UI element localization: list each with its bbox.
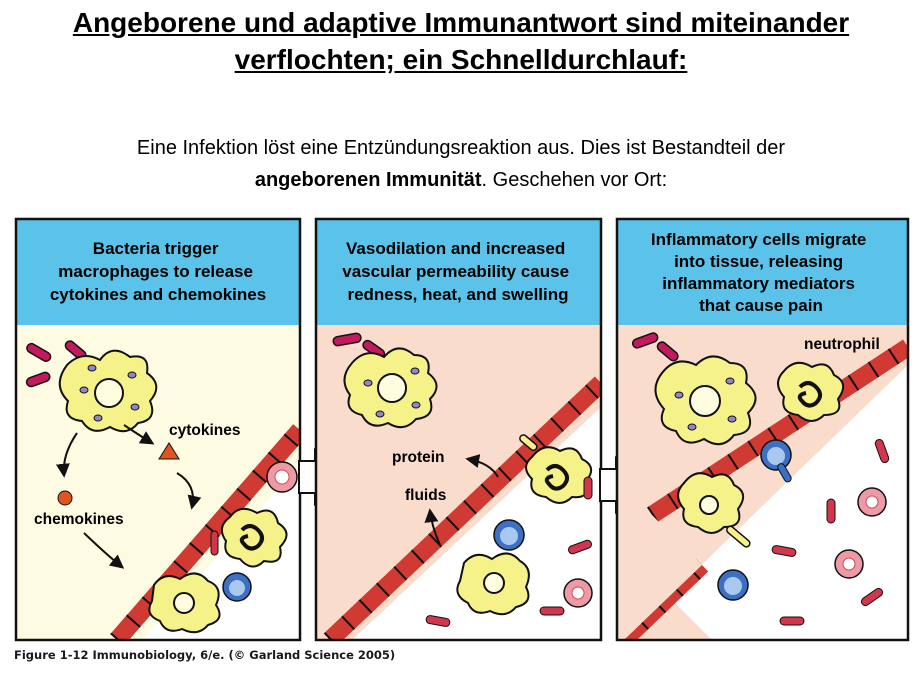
vessel-gap-tissue	[617, 515, 702, 640]
panel-3-header-text: Inflammatory cells migrate into tissue, …	[651, 230, 871, 315]
panel-1-header-line-3: cytokines and chemokines	[50, 285, 266, 304]
bacterium	[631, 332, 659, 349]
lymphocyte-tail	[777, 463, 792, 483]
granule	[130, 403, 140, 411]
red-blood-cell-side	[860, 587, 884, 607]
lymphocyte-center	[229, 580, 245, 596]
panel-1-border	[14, 217, 302, 642]
neutrophil-pseudopod	[726, 525, 751, 548]
neutrophil	[220, 507, 288, 568]
panel-2-header	[316, 219, 601, 325]
granule	[725, 377, 735, 385]
label-protein: protein	[392, 449, 445, 466]
panel-1: Bacteria trigger macrophages to release …	[14, 217, 302, 642]
granule	[93, 414, 103, 422]
panel-3-header-line-1: Inflammatory cells migrate	[651, 230, 866, 249]
label-fluids: fluids	[405, 487, 446, 504]
page-title: Angeborene und adaptive Immunantwort sin…	[0, 4, 922, 78]
figure-caption: Figure 1-12 Immunobiology, 6/e. (© Garla…	[14, 648, 396, 662]
granule	[727, 415, 737, 423]
lymphocyte-center	[767, 447, 785, 465]
lymphocyte-center	[724, 577, 742, 595]
intro-line-1: Eine Infektion löst eine Entzündungsreak…	[136, 137, 786, 159]
vessel-wall	[110, 424, 300, 640]
red-blood-cell-side	[425, 615, 451, 627]
red-blood-cell-center	[842, 557, 856, 571]
vessel-wall	[323, 376, 601, 640]
granule	[375, 410, 385, 418]
panel-1-header	[16, 219, 300, 325]
granule	[127, 371, 137, 379]
arrow-cytokines-to-vessel	[176, 472, 202, 510]
chemokine-symbol	[57, 490, 73, 506]
macrophage-nucleus	[94, 378, 124, 408]
panel-3-header-line-4: that cause pain	[699, 296, 823, 315]
bacterium	[25, 371, 51, 388]
neutrophil-in-tissue	[777, 361, 845, 422]
red-blood-cell-side	[210, 530, 219, 556]
granule	[411, 401, 421, 409]
neutrophil-nucleus-ring	[699, 495, 719, 515]
granule	[79, 386, 89, 394]
panel-2-header-line-2: vascular permeability cause	[342, 262, 569, 281]
intro-bold-term: angeborenen Immunität	[254, 169, 482, 191]
title-line-1: Angeborene und adaptive Immunantwort sin…	[72, 7, 850, 38]
panel-2-border	[314, 217, 603, 642]
neutrophil-nucleus	[239, 524, 264, 551]
red-blood-cell-center	[274, 469, 290, 485]
lymphocyte-center	[500, 527, 518, 545]
label-chemokines: chemokines	[34, 511, 124, 528]
red-blood-cell-side	[779, 616, 805, 626]
red-blood-cell-side	[567, 539, 593, 555]
panel-2-header-line-3: redness, heat, and swelling	[347, 285, 568, 304]
intro-line-2-rest: . Geschehen vor Ort:	[481, 169, 668, 191]
red-blood-cell-side	[539, 606, 565, 616]
bacterium	[656, 341, 679, 362]
bacterium	[332, 332, 362, 347]
red-blood-cell-center	[571, 586, 585, 600]
arrow-to-chemokines	[55, 432, 78, 478]
panel-3-header	[617, 219, 908, 325]
label-neutrophil: neutrophil	[804, 336, 880, 353]
title-line-2: verflochten; ein Schnelldurchlauf:	[234, 44, 688, 75]
red-blood-cell-side	[583, 476, 593, 500]
panel-1-header-line-1: Bacteria trigger	[93, 239, 219, 258]
panel-3: Inflammatory cells migrate into tissue, …	[615, 217, 910, 642]
neutrophil-nucleus	[797, 381, 822, 408]
granule	[363, 379, 373, 387]
label-cytokines: cytokines	[169, 422, 241, 439]
granule	[687, 423, 697, 431]
panel-3-header-line-2: into tissue, releasing	[674, 252, 843, 271]
granule	[674, 391, 684, 399]
macrophage-in-vessel-nucleus	[483, 572, 505, 594]
panel-1-header-text: Bacteria trigger macrophages to release …	[50, 239, 266, 304]
macrophage-in-vessel-nucleus	[173, 592, 195, 614]
panel-3-header-line-3: inflammatory mediators	[662, 274, 855, 293]
macrophage-nucleus	[377, 373, 407, 403]
arrow-protein	[465, 454, 499, 478]
macrophage-nucleus	[689, 385, 721, 417]
panel-3-border	[615, 217, 910, 642]
arrow-chemokines-to-vessel	[83, 532, 125, 569]
arrow-to-cytokines	[123, 424, 155, 445]
red-blood-cell-side	[874, 438, 890, 464]
arrow-fluids	[424, 508, 441, 546]
cytokine-symbol	[158, 442, 180, 460]
red-blood-cell-side	[771, 545, 797, 557]
neutrophil-migrating	[525, 446, 593, 504]
panel-2-header-text: Vasodilation and increased vascular perm…	[342, 239, 574, 304]
panel-2-header-line-1: Vasodilation and increased	[346, 239, 565, 258]
intro-text: Eine Infektion löst eine Entzündungsreak…	[0, 132, 922, 196]
inflammation-figure: Bacteria trigger macrophages to release …	[14, 217, 910, 642]
panel-2: Vasodilation and increased vascular perm…	[314, 217, 603, 642]
granule	[410, 367, 420, 375]
neutrophil-nucleus	[544, 464, 569, 491]
red-blood-cell-side	[826, 498, 836, 524]
bacterium	[26, 342, 52, 362]
neutrophil-pseudopod	[519, 434, 538, 452]
granule	[87, 364, 97, 372]
red-blood-cell-center	[865, 495, 879, 509]
panel-1-header-line-2: macrophages to release	[58, 262, 253, 281]
